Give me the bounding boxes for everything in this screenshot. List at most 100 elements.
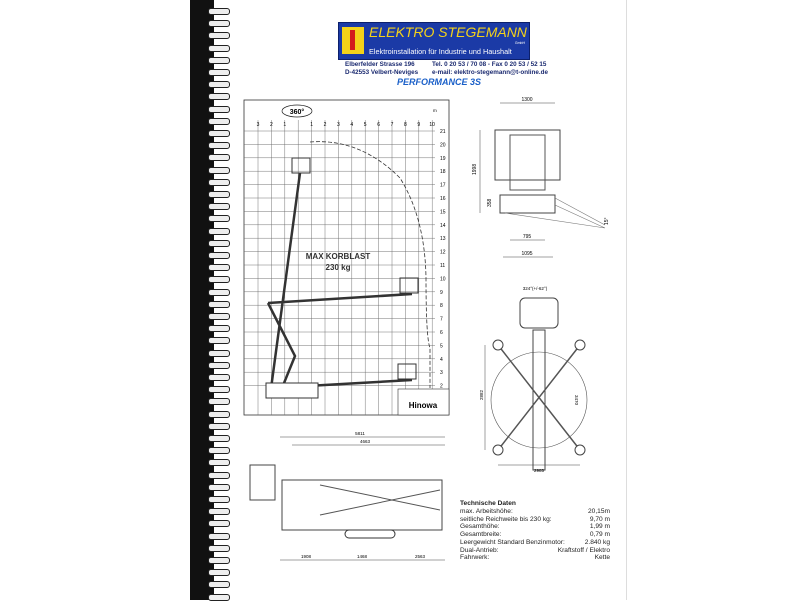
- rotation-range: 324°(+/-62°): [523, 286, 548, 291]
- binding-ring: [208, 252, 230, 259]
- binding-ring: [208, 483, 230, 491]
- dim-height: 1998: [472, 164, 478, 175]
- binding-ring: [208, 178, 230, 186]
- right-axis-label: 4: [440, 357, 443, 363]
- basket-low: [397, 363, 417, 380]
- rotation-label: 360°: [290, 108, 305, 116]
- dim-width: 1300: [521, 97, 532, 103]
- tech-row: seitliche Reichweite bis 230 kg: 9,70 m: [460, 516, 610, 524]
- street: Elberfelder Strasse 196: [345, 61, 415, 68]
- binding-ring: [208, 532, 230, 540]
- binding-ring: [208, 459, 230, 467]
- top-view-drawing: 324°(+/-62°) 2882 3470 2985: [479, 286, 588, 473]
- tech-value: Kette: [594, 554, 610, 562]
- right-axis-label: 15: [440, 209, 446, 215]
- reach-envelope: [309, 141, 431, 388]
- right-axis-label: 3: [440, 370, 443, 376]
- basket-top: [291, 157, 311, 174]
- brand-logo: Hinowa: [409, 401, 438, 410]
- binding-ring: [208, 154, 230, 162]
- top-axis-label: 2: [270, 122, 273, 128]
- binding-ring: [208, 215, 230, 223]
- binding-ring: [208, 386, 230, 394]
- dim-track-gap: 795: [523, 234, 532, 240]
- tech-label: seitliche Reichweite bis 230 kg:: [460, 515, 552, 523]
- dim-seg1: 1908: [301, 554, 312, 559]
- right-axis-label: 8: [440, 303, 443, 309]
- binding-ring: [208, 81, 230, 89]
- binding-ring: [208, 422, 230, 430]
- right-axis-label: 2: [440, 384, 443, 390]
- company-tagline: Elektroinstallation für Industrie und Ha…: [369, 47, 512, 56]
- right-axis-label: 14: [440, 223, 446, 229]
- binding-ring: [208, 142, 230, 150]
- phone: Tel. 0 20 53 / 70 08 - Fax 0 20 53 / 52 …: [432, 61, 547, 68]
- tech-row: Fahrwerk:Kette: [460, 554, 610, 562]
- binding-ring: [208, 569, 230, 577]
- unit-label: m: [433, 108, 437, 113]
- binding-ring: [208, 544, 230, 552]
- right-axis-label: 18: [440, 169, 446, 175]
- binding-ring: [208, 508, 230, 516]
- binding-ring: [208, 374, 230, 381]
- tech-label: Gesamtbreite:: [460, 531, 502, 539]
- tech-label: max. Arbeitshöhe:: [460, 508, 513, 515]
- dim-length: 2882: [479, 389, 484, 400]
- binding-ring: [208, 313, 230, 320]
- binding-ring: [208, 93, 230, 101]
- right-axis-label: 16: [440, 196, 446, 202]
- binding-ring: [208, 203, 230, 211]
- right-axis-label: 17: [440, 183, 446, 189]
- tech-value: 1,99 m: [589, 523, 610, 531]
- company-name: ELEKTRO STEGEMANN: [369, 24, 527, 40]
- tech-value: 20,15m: [588, 508, 610, 515]
- side-view-drawing: 5811 4663 1908 1468 2563: [249, 431, 445, 561]
- binding-ring: [208, 410, 230, 418]
- tech-row: Leergewicht Standard Benzinmotor:2.840 k…: [460, 539, 610, 547]
- tech-row: Dual-Antrieb:Kraftstoff / Elektro: [460, 547, 610, 555]
- binding-ring: [208, 520, 230, 528]
- binding-ring: [208, 56, 230, 64]
- right-axis-label: 11: [440, 263, 445, 269]
- top-axis-label: 2: [324, 122, 327, 128]
- dim-diameter: 3470: [574, 395, 579, 406]
- binding-ring: [208, 447, 230, 455]
- binding-ring: [208, 337, 230, 345]
- top-axis-label: 3: [257, 122, 260, 128]
- right-axis-label: 12: [440, 250, 446, 256]
- right-axis-label: 7: [440, 317, 443, 323]
- binding-ring: [208, 276, 230, 284]
- top-axis-label: 4: [350, 122, 353, 128]
- dim-body: 4663: [360, 439, 371, 444]
- top-axis-label: 3: [337, 122, 340, 128]
- dim-span: 2985: [534, 468, 545, 473]
- top-axis-label: 7: [391, 122, 394, 128]
- binding-ring: [208, 227, 230, 235]
- dim-track-width: 1095: [521, 251, 532, 257]
- binding-ring: [208, 117, 230, 125]
- binding-ring: [208, 288, 230, 296]
- right-axis-label: 10: [440, 276, 446, 282]
- product-name: PERFORMANCE 3S: [397, 77, 482, 87]
- tech-label: Dual-Antrieb:: [460, 546, 499, 554]
- binding-ring: [208, 191, 230, 198]
- binding-ring: [208, 105, 230, 113]
- right-axis-label: 13: [440, 236, 446, 242]
- load-title: MAX KORBLAST: [306, 252, 371, 261]
- basket-mid: [399, 277, 419, 294]
- tech-label: Leergewicht Standard Benzinmotor:: [460, 538, 565, 546]
- binding-ring: [208, 130, 230, 137]
- dim-seg3: 2563: [415, 554, 426, 559]
- binding-ring: [208, 398, 230, 406]
- dim-ground: 358: [487, 198, 493, 207]
- city: D-42553 Velbert-Neviges: [345, 69, 419, 76]
- logo-emblem-icon: [342, 27, 364, 54]
- binding-ring: [208, 239, 230, 247]
- binding-ring: [208, 496, 230, 503]
- binding-ring: [208, 361, 230, 369]
- right-axis-label: 6: [440, 330, 443, 336]
- tech-value: 9,70 m: [589, 515, 610, 523]
- right-axis-label: 19: [440, 156, 446, 162]
- machine-base: [265, 382, 319, 399]
